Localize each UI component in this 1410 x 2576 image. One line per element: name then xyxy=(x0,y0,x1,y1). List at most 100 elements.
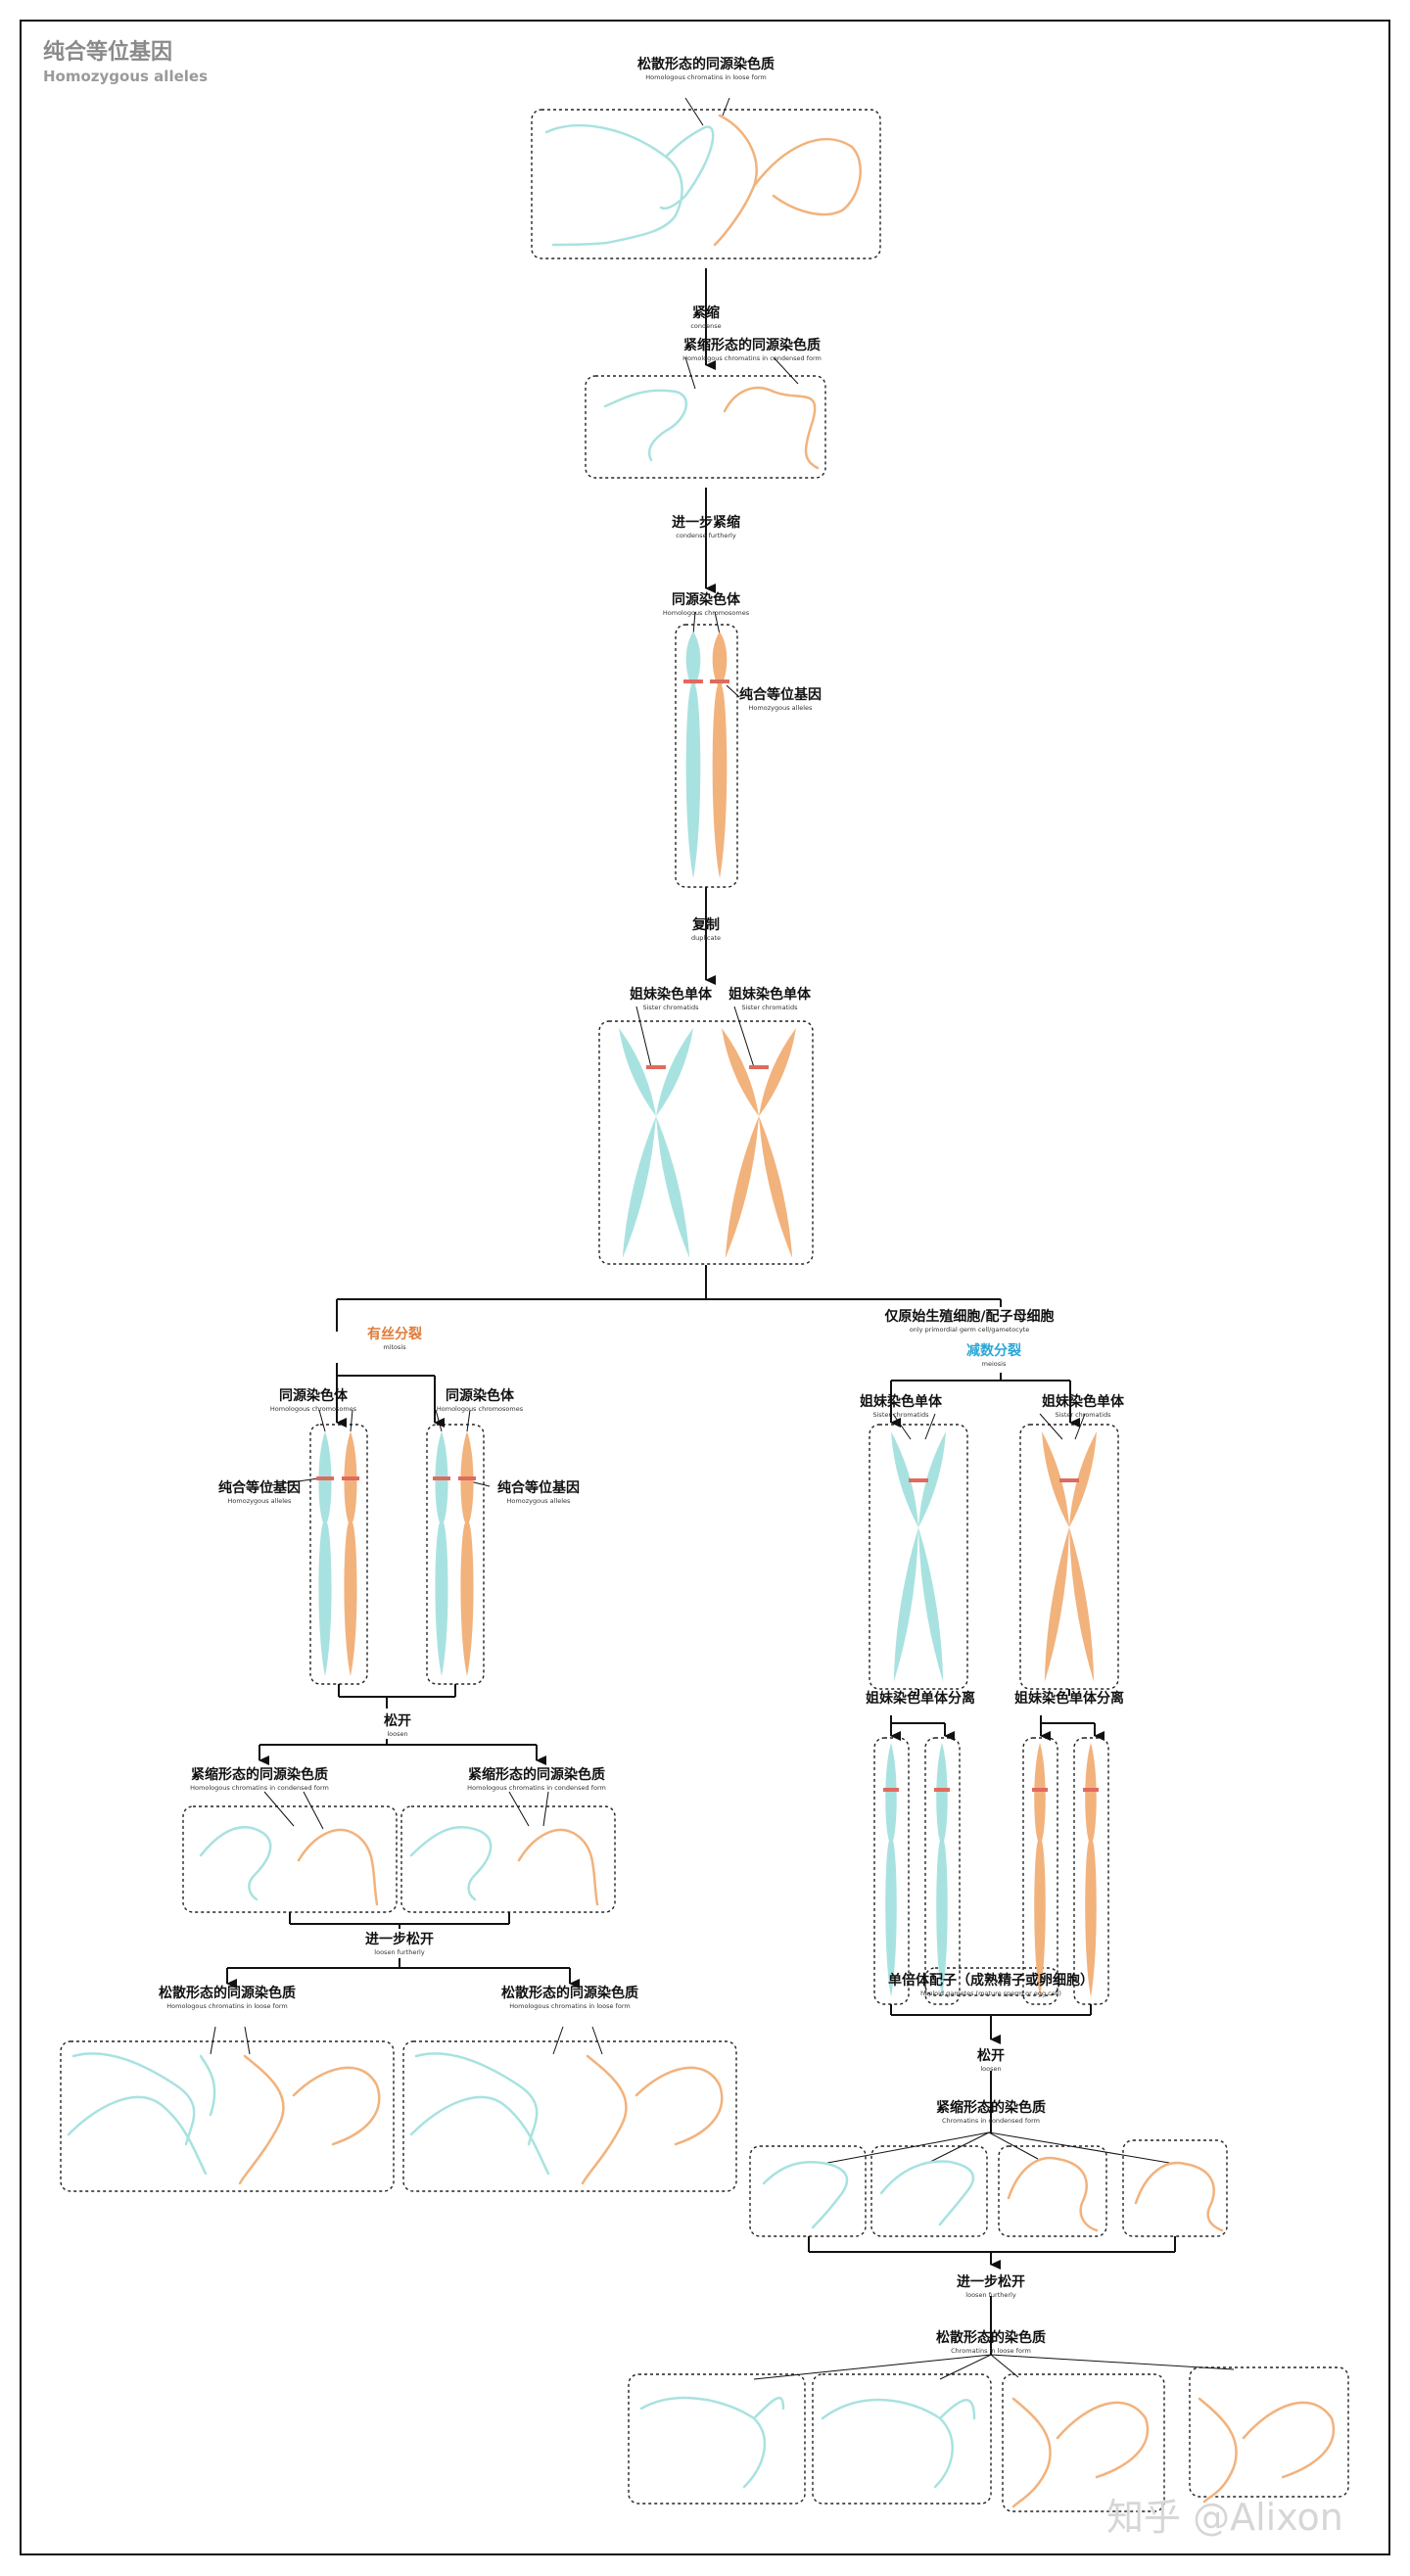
label-zh: 复制 xyxy=(692,917,720,933)
leader-line xyxy=(303,1791,324,1830)
chromatid-arm xyxy=(759,1116,793,1258)
label-zh: 纯合等位基因 xyxy=(497,1480,580,1496)
orange-condensed xyxy=(723,386,820,470)
label-en: Homologous chromatins in loose form xyxy=(645,73,767,81)
chromatid-arm xyxy=(1069,1527,1095,1682)
box-homologous-top xyxy=(675,624,738,888)
label-en: Homologous chromatins in loose form xyxy=(166,2002,288,2010)
label-en: condense furtherly xyxy=(676,532,736,539)
chromosome-body xyxy=(460,1431,474,1676)
allele-band xyxy=(934,1788,950,1792)
label-zh: 姐妹染色单体分离 xyxy=(1014,1691,1124,1707)
orange-condensed xyxy=(517,1828,599,1906)
box-loose-r3 xyxy=(1002,2373,1165,2512)
label-zh: 紧缩形态的染色质 xyxy=(936,2100,1046,2116)
cyan-chromatin xyxy=(544,123,683,247)
chromosome-body xyxy=(885,1743,897,1997)
label-zh: 松开 xyxy=(977,2048,1005,2064)
leader-line xyxy=(929,2131,990,2163)
orange-chromosome xyxy=(710,632,729,878)
label-en: Sister chromatids xyxy=(872,1411,929,1419)
label-en: meiosis xyxy=(981,1360,1007,1368)
label-zh: 仅原始生殖细胞/配子母细胞 xyxy=(884,1309,1055,1325)
orange-chromatid xyxy=(1083,1743,1099,1997)
cyan-condensed xyxy=(199,1825,272,1901)
label-en: Homologous chromatins in loose form xyxy=(509,2002,631,2010)
label-zh: 紧缩形态的同源染色质 xyxy=(191,1767,328,1783)
chromatid-arm xyxy=(1069,1431,1097,1527)
label-zh: 松散形态的同源染色质 xyxy=(501,1986,638,2001)
label-zh: 姐妹染色单体 xyxy=(728,987,811,1003)
page-frame xyxy=(20,20,1390,2555)
label-en: Sister chromatids xyxy=(642,1004,699,1011)
orange-chromatin xyxy=(713,114,862,247)
label-en: Homologous chromosomes xyxy=(436,1405,524,1413)
orange-condensed xyxy=(1134,2161,1224,2232)
leader-line xyxy=(753,2354,992,2380)
label-separate-r1: 姐妹染色单体分离 xyxy=(866,1691,975,1708)
label-zh: 同源染色体 xyxy=(671,592,740,608)
chromatid-arm xyxy=(1044,1527,1069,1682)
cyan-loose xyxy=(67,2052,208,2176)
chromatid-arm xyxy=(918,1527,944,1682)
shapes-layer xyxy=(67,114,1336,2508)
label-en: Sister chromatids xyxy=(741,1004,798,1011)
box-loose-top xyxy=(531,109,881,259)
leader-line xyxy=(318,1409,326,1432)
allele-band xyxy=(749,1065,769,1069)
label-zh: 进一步松开 xyxy=(365,1932,434,1947)
allele-band xyxy=(1083,1788,1099,1792)
allele-band xyxy=(909,1478,928,1482)
cyan-loose xyxy=(821,2398,976,2489)
cyan-chromosome xyxy=(433,1431,450,1676)
label-zh: 同源染色体 xyxy=(445,1388,514,1404)
box-homologous-l1 xyxy=(309,1424,368,1685)
label-zh: 紧缩形态的同源染色质 xyxy=(683,338,821,353)
leader-line xyxy=(892,1413,912,1440)
allele-band xyxy=(646,1065,666,1069)
label-en: Homozygous alleles xyxy=(748,704,813,712)
leader-line xyxy=(684,356,696,390)
leader-line xyxy=(990,2354,1235,2370)
box-haploid-label xyxy=(924,1967,1059,1996)
label-zh: 姐妹染色单体分离 xyxy=(866,1691,975,1707)
label-en: only primordial germ cell/gametocyte xyxy=(909,1326,1030,1334)
label-en: Chromatins in loose form xyxy=(951,2347,1031,2355)
orange-condensed xyxy=(297,1828,379,1906)
chromatid-arm xyxy=(759,1028,796,1116)
label-en: duplicate xyxy=(690,934,722,942)
cyan-chromosome xyxy=(316,1431,334,1676)
box-loose-r1 xyxy=(628,2373,806,2505)
box-condensed-top xyxy=(585,375,826,479)
label-zh: 姐妹染色单体 xyxy=(630,987,712,1003)
label-en: haploid gametes (mature sperm or egg cel… xyxy=(920,1990,1061,1997)
label-zh: 进一步紧缩 xyxy=(672,515,740,531)
box-loose-l1 xyxy=(60,2040,395,2192)
label-en: mitosis xyxy=(383,1343,406,1351)
orange-loose xyxy=(1198,2397,1336,2504)
leader-line xyxy=(210,2026,216,2055)
allele-band xyxy=(683,679,703,683)
label-en: loosen xyxy=(980,2065,1002,2073)
box-condensed-r3 xyxy=(998,2145,1107,2237)
cyan-loose-2 xyxy=(199,2054,216,2117)
label-zh: 松开 xyxy=(384,1713,411,1729)
box-homologous-l2 xyxy=(426,1424,485,1685)
label-en: Homozygous alleles xyxy=(227,1497,292,1505)
leader-line xyxy=(350,1409,353,1432)
cyan-chromatid xyxy=(883,1743,899,1997)
title-block: 纯合等位基因 Homozygous alleles xyxy=(43,39,208,86)
